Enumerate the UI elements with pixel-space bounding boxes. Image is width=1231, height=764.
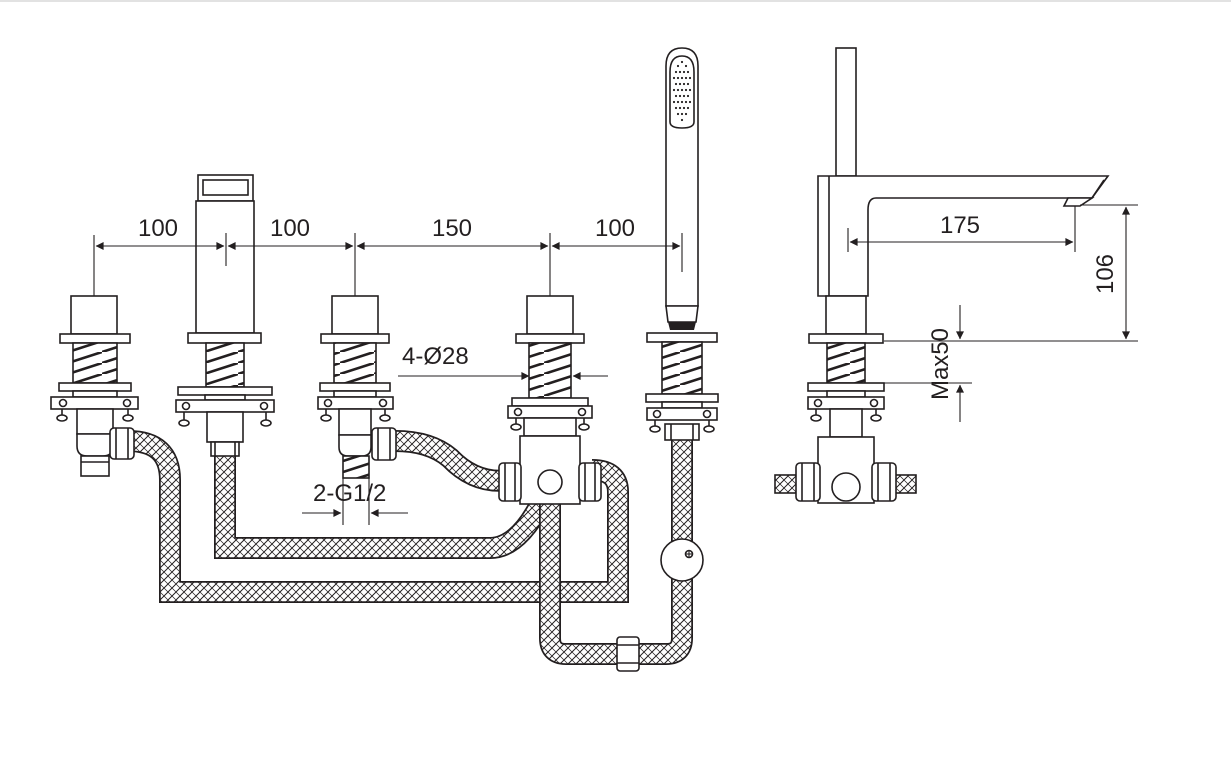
- dim-label-100-a: 100: [138, 215, 178, 242]
- dim-label-hole-diameter: 4-Ø28: [402, 343, 469, 370]
- side-dimension-lines: [847, 204, 1138, 422]
- spout-front: [175, 174, 275, 457]
- dim-label-100-b: 100: [270, 215, 310, 242]
- hose-joint-nut: [616, 636, 640, 672]
- handshower: [645, 47, 719, 441]
- dim-label-100-c: 100: [595, 215, 635, 242]
- dim-label-max50: Max50: [927, 328, 954, 400]
- dim-label-150: 150: [432, 215, 472, 242]
- spray-nozzles: [672, 60, 692, 122]
- diverter-valve: [498, 295, 602, 505]
- side-view: [774, 47, 1110, 504]
- top-border: [0, 0, 1231, 2]
- dim-label-106: 106: [1092, 254, 1119, 294]
- valve-middle: [317, 295, 397, 479]
- hose-group: [127, 430, 693, 665]
- valve-left: [50, 295, 139, 477]
- dim-label-175: 175: [940, 212, 980, 239]
- dim-label-thread: 2-G1/2: [313, 480, 386, 507]
- hose-weight-ball: [660, 538, 704, 582]
- front-dimension-lines: [93, 233, 683, 525]
